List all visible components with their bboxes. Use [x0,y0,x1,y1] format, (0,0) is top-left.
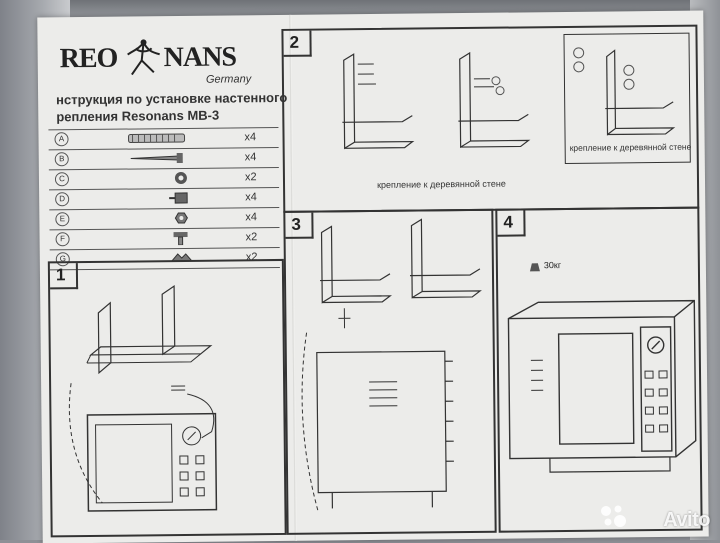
bracket-assembly-drawing [68,284,218,512]
weight-icon [529,263,540,272]
part-qty: x4 [245,211,258,224]
mounted-microwave-drawing [507,299,697,473]
watermark-text: Avito [663,509,710,531]
part-row: G x2 [49,247,280,271]
step-panel-1: 1 [47,258,287,538]
inset-caption: крепление к деревянной стене [569,141,692,153]
part-letter: F [55,232,70,247]
avito-logo-icon [601,505,626,527]
step-panel-2: 2 крепление к деревянной стене [281,24,700,213]
document-title: нструкция по установке настенного реплен… [56,89,296,126]
step-panel-3: 3 [283,208,497,535]
step-2-caption: крепление к деревянной стене [376,178,506,190]
part-row: A x4 [48,126,279,151]
brand-logo: REO NANS Germany [59,39,260,89]
part-letter: B [54,152,69,167]
step-panel-4: 4 30кг [495,206,703,533]
step-2-inset: крепление к деревянной стене [563,32,692,164]
part-qty: x2 [245,231,258,244]
microwave-placement-drawing [301,218,482,513]
title-line-1: нструкция по установке настенного [56,89,288,108]
part-row: D x4 [49,187,280,211]
bolt-icon [173,231,188,246]
part-letter: A [54,132,69,147]
brand-subtitle: Germany [205,73,252,86]
wall-mount-drawing [342,51,531,150]
part-letter: D [55,192,70,207]
screw-icon [130,152,183,164]
dancer-logo-icon [127,39,160,76]
brand-word-left: REO [59,42,118,75]
brand-word-right: NANS [163,41,237,74]
title-line-2: репления Resonans MB-3 [56,107,220,125]
part-row: E x4 [49,207,280,231]
part-qty: x4 [244,131,257,144]
wing-nut-icon [170,253,193,262]
part-row: B x4 [48,147,279,171]
part-row: C x2 [48,167,280,191]
inset-mount-drawing [573,47,676,136]
hex-nut-icon [174,212,188,224]
part-row: F x2 [49,227,280,251]
nut-icon [169,192,188,204]
part-qty: x4 [245,191,257,204]
part-qty: x2 [244,171,257,184]
wall-plug-icon [128,133,186,144]
part-letter: C [54,172,70,187]
part-letter: E [55,212,70,227]
instruction-sheet: REO NANS Germany нструкция по установке … [37,10,709,543]
washer-icon [174,172,187,185]
parts-list: A x4 B x4 C x2 D [48,126,280,271]
part-qty: x4 [244,151,257,164]
